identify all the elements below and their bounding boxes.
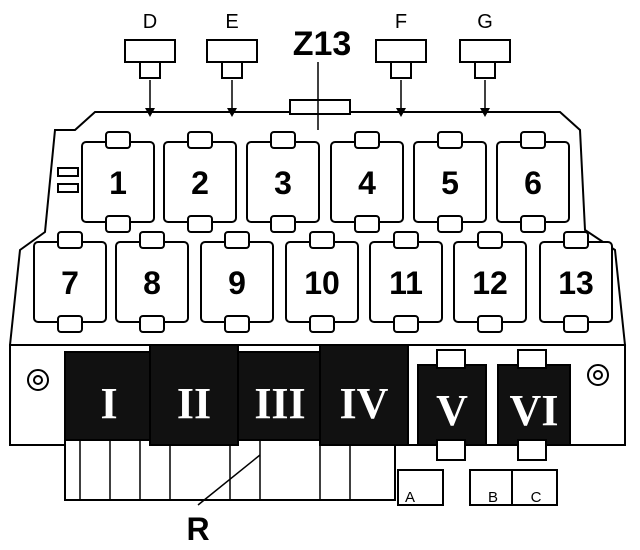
plug-label-c: C bbox=[531, 489, 542, 506]
fuse-label-ii: II bbox=[177, 379, 211, 428]
relay-11: 11 bbox=[369, 231, 443, 333]
relay-13: 13 bbox=[539, 231, 613, 333]
connector-e: E bbox=[206, 11, 258, 117]
fuse-block-iii bbox=[237, 351, 324, 441]
relay-6: 6 bbox=[496, 131, 570, 233]
fuse-label-vi: VI bbox=[510, 386, 559, 435]
relay-number: 1 bbox=[109, 165, 127, 201]
plug-b bbox=[469, 469, 516, 506]
relay-number: 2 bbox=[191, 165, 209, 201]
relay-number: 6 bbox=[524, 165, 542, 201]
r-pointer bbox=[197, 454, 261, 506]
plug-label-b: B bbox=[488, 489, 498, 506]
relay-1: 1 bbox=[81, 131, 155, 233]
plug-c bbox=[511, 469, 558, 506]
connector-g: G bbox=[459, 11, 511, 117]
relay-2: 2 bbox=[163, 131, 237, 233]
fuse-block-v bbox=[417, 364, 487, 446]
plug-a bbox=[397, 469, 444, 506]
relay-8: 8 bbox=[115, 231, 189, 333]
relay-9: 9 bbox=[200, 231, 274, 333]
relay-number: 7 bbox=[61, 265, 79, 301]
relay-number: 10 bbox=[304, 265, 340, 301]
relay-4: 4 bbox=[330, 131, 404, 233]
connector-label: G bbox=[477, 11, 493, 33]
panel-tab bbox=[289, 99, 351, 115]
fuse-block-i bbox=[64, 351, 154, 441]
relay-number: 12 bbox=[472, 265, 508, 301]
relay-7: 7 bbox=[33, 231, 107, 333]
relay-12: 12 bbox=[453, 231, 527, 333]
label-r: R bbox=[186, 511, 209, 547]
side-pin bbox=[57, 183, 79, 193]
relay-number: 4 bbox=[358, 165, 376, 201]
relay-5: 5 bbox=[413, 131, 487, 233]
plug-label-a: A bbox=[405, 489, 415, 506]
relay-number: 11 bbox=[389, 265, 423, 301]
plugs: A B C bbox=[397, 469, 558, 506]
relay-number: 13 bbox=[558, 265, 594, 301]
fuse-block-ii bbox=[149, 344, 239, 446]
fuse-blocks: I II III IV V VI bbox=[64, 344, 571, 461]
connector-label: D bbox=[143, 11, 157, 33]
relay-number: 9 bbox=[228, 265, 246, 301]
relay-number: 8 bbox=[143, 265, 161, 301]
connector-d: D bbox=[124, 11, 176, 117]
side-pin bbox=[57, 167, 79, 177]
relay-10: 10 bbox=[285, 231, 359, 333]
relay-3: 3 bbox=[246, 131, 320, 233]
fuse-label-v: V bbox=[436, 386, 468, 435]
connector-label: E bbox=[225, 11, 238, 33]
fuse-label-iv: IV bbox=[340, 379, 389, 428]
relay-number: 5 bbox=[441, 165, 459, 201]
connector-f: F bbox=[375, 11, 427, 117]
fuse-label-i: I bbox=[100, 379, 117, 428]
fuse-block-iv bbox=[319, 344, 409, 446]
connector-label: F bbox=[395, 11, 407, 33]
housing-ribs bbox=[79, 440, 351, 500]
relay-number: 3 bbox=[274, 165, 292, 201]
title-z13: Z13 bbox=[293, 25, 352, 63]
fuse-label-iii: III bbox=[254, 379, 305, 428]
